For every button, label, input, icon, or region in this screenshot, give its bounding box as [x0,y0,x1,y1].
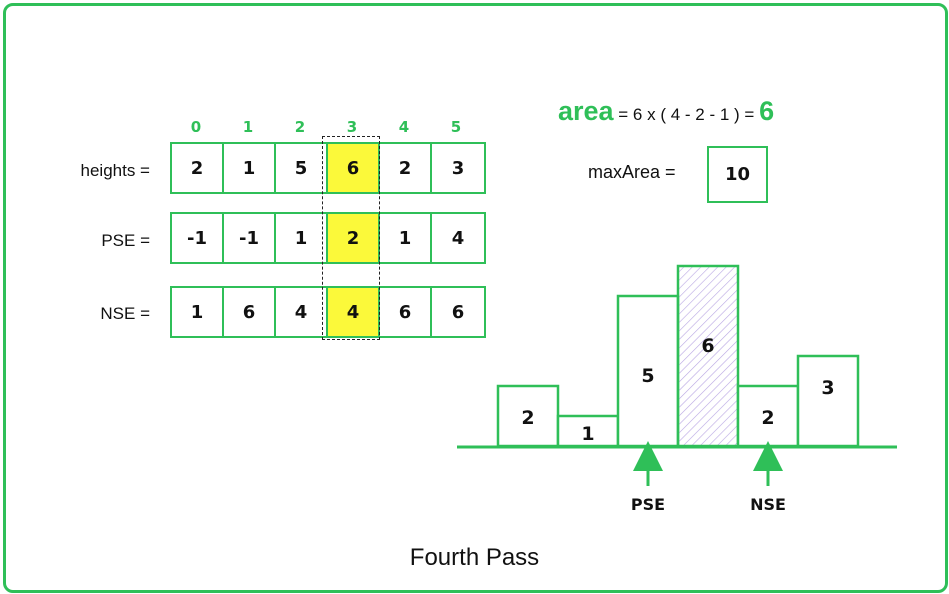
histogram-bar [736,384,800,448]
index-label: 1 [242,118,254,136]
nse-pointer-label: NSE [750,495,786,514]
heights-cell-highlighted: 6 [328,144,380,192]
pse-array: -1 -1 1 2 1 4 [170,212,486,264]
area-word: area [558,96,614,126]
pse-cell: -1 [172,214,224,262]
nse-cell: 6 [380,288,432,336]
heights-cell: 5 [276,144,328,192]
nse-cell: 4 [276,288,328,336]
nse-cell: 6 [451,301,465,323]
histogram-bar-label: 2 [521,407,534,429]
pse-cell-highlighted: 2 [328,214,380,262]
heights-row-label: heights = [80,161,150,180]
histogram-bar-label: 3 [821,377,834,399]
diagram-frame [3,3,948,593]
nse-cell: 1 [172,288,224,336]
heights-array: 2 1 5 6 2 3 [170,142,486,194]
pse-cell: -1 [224,214,276,262]
pse-cell: 1 [276,214,328,262]
area-formula: area = 6 x ( 4 - 2 - 1 ) = 6 [558,96,774,127]
pse-cell: 1 [380,214,432,262]
heights-cell: 3 [451,157,465,179]
histogram-bar-label: 1 [581,423,594,445]
pse-row-label: PSE = [101,231,150,250]
histogram-bar [616,294,680,448]
pse-cell: 4 [451,227,465,249]
index-label: 4 [398,118,410,136]
index-label: 0 [190,118,202,136]
diagram-title: Fourth Pass [409,544,540,571]
histogram-bar [556,414,620,448]
histogram-bar [796,354,860,448]
heights-cell: 2 [380,144,432,192]
nse-row-label: NSE = [100,304,150,323]
max-area-label: maxArea = [588,162,676,182]
histogram-bar [496,384,560,448]
index-label: 2 [294,118,306,136]
current-index-dashed-outline [322,136,380,340]
pse-pointer-label: PSE [631,495,665,514]
max-area-value: 10 [707,146,768,203]
heights-cell: 2 [172,144,224,192]
nse-array: 1 6 4 4 6 6 [170,286,486,338]
area-expression: = 6 x ( 4 - 2 - 1 ) = [613,105,760,124]
heights-cell: 1 [224,144,276,192]
nse-cell: 6 [224,288,276,336]
area-result: 6 [759,96,775,126]
histogram-bar-label: 5 [641,365,654,387]
histogram-bar-label: 2 [761,407,774,429]
index-label: 3 [346,118,358,136]
index-label: 5 [450,118,462,136]
histogram-bar-label: 6 [701,335,714,357]
